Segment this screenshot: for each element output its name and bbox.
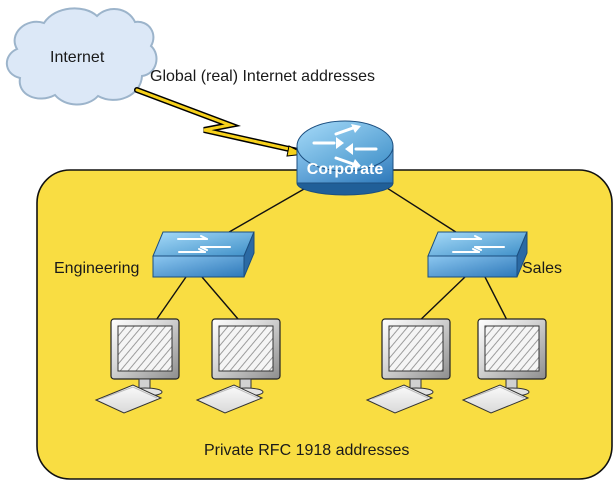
engineering-label: Engineering <box>54 260 139 277</box>
engineering-switch <box>152 231 255 278</box>
desktop-computer-icon <box>365 318 451 414</box>
desktop-computer-icon <box>94 318 180 414</box>
switch-icon <box>177 235 231 253</box>
private-network-label: Private RFC 1918 addresses <box>204 442 409 459</box>
cloud-label: Internet <box>50 49 105 66</box>
network-links <box>151 180 511 327</box>
wan-link-label: Global (real) Internet addresses <box>150 68 375 85</box>
desktop-computer-icon <box>461 318 547 414</box>
sales-label: Sales <box>522 260 562 277</box>
wan-link <box>134 87 307 157</box>
engineering-computer-2 <box>195 318 281 414</box>
sales-computer-1 <box>365 318 451 414</box>
desktop-computer-icon <box>195 318 281 414</box>
sales-switch <box>427 231 528 278</box>
router-label: Corporate <box>307 161 384 178</box>
engineering-computer-1 <box>94 318 180 414</box>
corporate-router: Corporate <box>296 120 394 196</box>
router-icon <box>296 120 394 172</box>
cloud-icon <box>5 7 158 106</box>
sales-computer-2 <box>461 318 547 414</box>
switch-icon <box>451 235 505 253</box>
internet-cloud: Internet <box>5 7 158 106</box>
